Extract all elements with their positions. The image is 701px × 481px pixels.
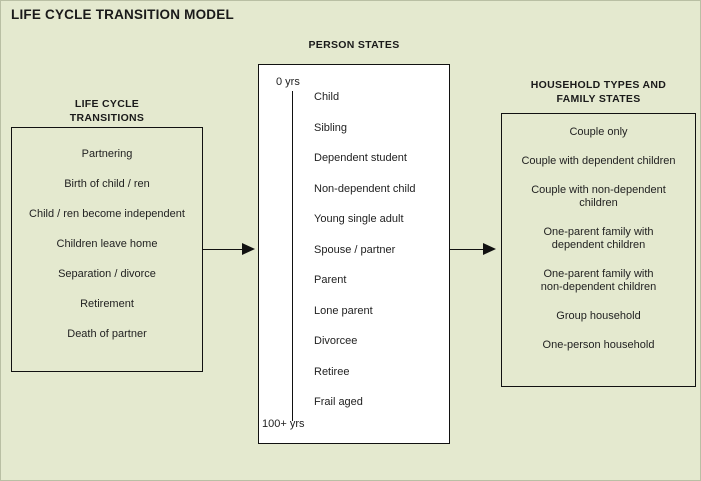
household-type-item-line: Group household xyxy=(556,310,641,322)
transition-item: Death of partner xyxy=(15,328,199,341)
transition-item-line: Separation / divorce xyxy=(58,268,156,280)
household-type-item: Couple with dependent children xyxy=(510,155,687,168)
person-state-item: Frail aged xyxy=(314,396,445,409)
transition-item-line: Children leave home xyxy=(56,238,158,250)
page-title: LIFE CYCLE TRANSITION MODEL xyxy=(11,7,234,22)
transition-item: Partnering xyxy=(15,148,199,161)
person-state-item: Parent xyxy=(314,274,445,287)
person-state-item: Young single adult xyxy=(314,213,445,226)
person-state-item-line: Sibling xyxy=(314,121,348,134)
arrow-transitions-to-person-line xyxy=(202,249,244,250)
transition-item: Children leave home xyxy=(15,238,199,251)
household-type-item-line: dependent children xyxy=(551,239,646,251)
person-state-item-line: Spouse / partner xyxy=(314,243,396,256)
household-type-item: Couple only xyxy=(510,126,687,139)
arrow-person-to-household-icon xyxy=(483,243,496,255)
transition-item: Separation / divorce xyxy=(15,268,199,281)
transition-item-line: Birth of child / ren xyxy=(64,178,150,190)
arrow-transitions-to-person-icon xyxy=(242,243,255,255)
household-type-item-line: Couple with dependent children xyxy=(521,155,676,167)
person-state-item-line: Retiree xyxy=(314,365,350,378)
household-heading-line1: HOUSEHOLD TYPES AND xyxy=(530,79,667,91)
transition-item-line: Death of partner xyxy=(67,328,147,340)
household-type-item-line: children xyxy=(579,197,618,209)
person-state-item: Retiree xyxy=(314,366,445,379)
person-state-item: Spouse / partner xyxy=(314,244,445,257)
transition-item: Birth of child / ren xyxy=(15,178,199,191)
transition-item: Retirement xyxy=(15,298,199,311)
household-type-item: Group household xyxy=(510,310,687,323)
age-end-label: 100+ yrs xyxy=(262,418,305,430)
person-state-item: Lone parent xyxy=(314,305,445,318)
transition-item: Child / ren become independent xyxy=(15,208,199,221)
person-state-item-line: Lone parent xyxy=(314,304,373,317)
transition-item-line: Child / ren become independent xyxy=(29,208,185,220)
household-type-item-line: One-parent family with xyxy=(543,226,654,238)
transitions-heading-line2: TRANSITIONS xyxy=(69,112,145,124)
person-state-item-line: Young single adult xyxy=(314,213,404,225)
person-state-item: Non-dependent child xyxy=(314,183,445,196)
transitions-heading-line1: LIFE CYCLE xyxy=(74,98,140,110)
household-heading: HOUSEHOLD TYPES AND FAMILY STATES xyxy=(501,78,696,106)
person-state-item-line: Parent xyxy=(314,274,347,286)
person-state-item-line: Divorcee xyxy=(314,335,358,347)
household-type-item-line: Couple only xyxy=(569,126,628,138)
person-state-item: Sibling xyxy=(314,122,445,135)
household-type-item-line: non-dependent children xyxy=(540,281,657,293)
transitions-heading: LIFE CYCLE TRANSITIONS xyxy=(11,97,203,125)
household-type-item-line: One-parent family with xyxy=(543,268,654,280)
household-type-item-line: One-person household xyxy=(542,339,655,351)
person-state-item-line: Non-dependent child xyxy=(314,182,416,195)
person-states-heading: PERSON STATES xyxy=(308,39,400,51)
household-type-item: One-person household xyxy=(510,339,687,352)
person-state-item: Dependent student xyxy=(314,152,445,165)
transition-item-line: Retirement xyxy=(80,298,134,310)
age-timeline-line xyxy=(292,91,293,421)
person-state-item-line: Frail aged xyxy=(314,396,363,408)
person-state-item: Divorcee xyxy=(314,335,445,348)
transition-item-line: Partnering xyxy=(81,148,133,160)
age-start-label: 0 yrs xyxy=(276,76,300,88)
person-state-item: Child xyxy=(314,91,445,104)
arrow-person-to-household-line xyxy=(450,249,486,250)
person-state-item-line: Child xyxy=(314,91,340,103)
household-heading-line2: FAMILY STATES xyxy=(556,93,641,105)
household-type-item-line: Couple with non-dependent xyxy=(531,184,666,196)
person-state-item-line: Dependent student xyxy=(314,152,407,164)
